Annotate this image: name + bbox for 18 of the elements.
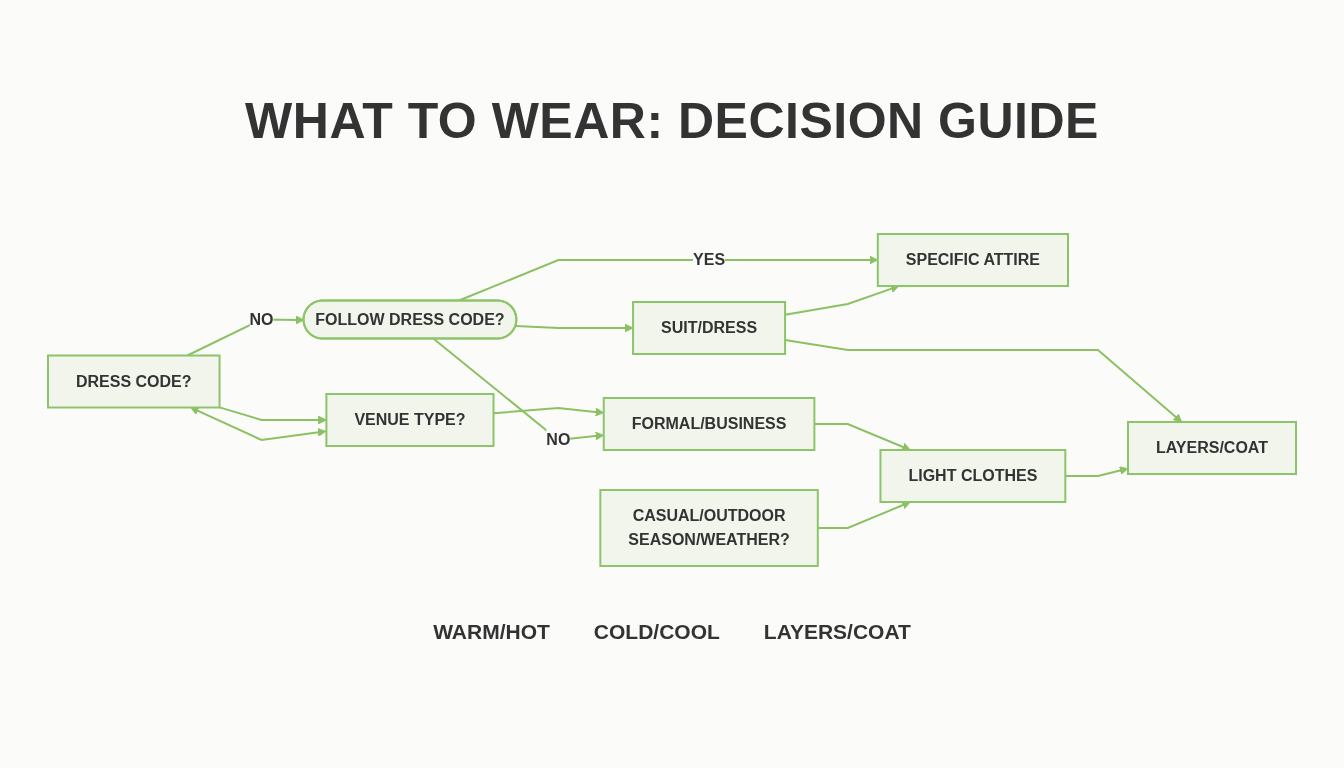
edge-label: YES [693,251,726,269]
arrow [218,406,327,425]
node-box: CASUAL/OUTDOOR SEASON/WEATHER? [599,489,819,567]
arrow [190,406,327,442]
arrow [514,323,634,333]
node-box: DRESS CODE? [47,354,221,409]
edge-label: NO [249,310,274,328]
node-box: FORMAL/BUSINESS [602,397,816,451]
annotation-label: WARM/HOT [433,620,550,644]
node-box: LAYERS/COAT [1127,421,1297,475]
node-box: LIGHT CLOTHES [879,449,1067,503]
annotation-label: COLD/COOL [593,620,720,644]
edge-label: NO [546,431,571,448]
node-box: VENUE TYPE? [325,393,495,447]
node-box: SUIT/DRESS [632,301,787,355]
node-box: SPECIFIC ATTIRE [876,233,1069,287]
diagram-title: WHAT TO WEAR: DECISION GUIDE [244,92,1100,151]
annotation-label: LAYERS/COAT [763,620,911,644]
